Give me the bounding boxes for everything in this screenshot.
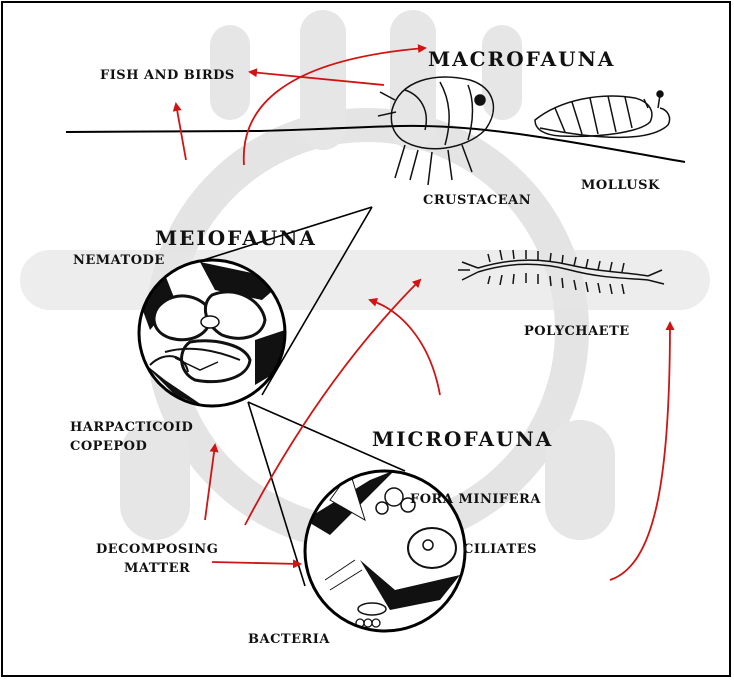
diagram-frame xyxy=(1,1,731,677)
food-web-diagram: MACROFAUNA FISH AND BIRDS CRUSTACEAN MOL… xyxy=(0,0,734,680)
